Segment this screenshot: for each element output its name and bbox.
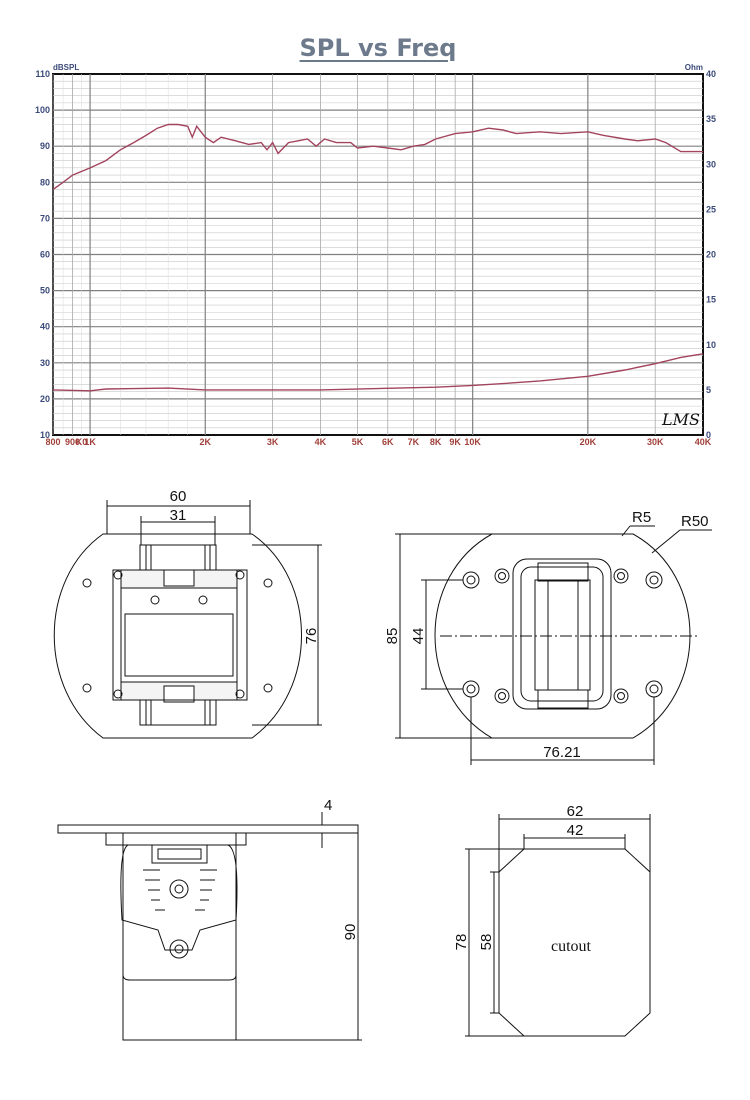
- right-axis-unit: Ohm: [685, 63, 703, 72]
- impedance-curve: [52, 353, 704, 392]
- rear-radius-r5: R5: [632, 509, 651, 526]
- left-tick-label: 20: [40, 394, 50, 404]
- side-flange-thickness-4: 4: [324, 797, 332, 814]
- x-tick-label: 5K: [352, 437, 364, 447]
- x-tick-label: 900: [65, 437, 80, 447]
- rear-radius-r50: R50: [681, 513, 709, 530]
- left-tick-label: 80: [40, 177, 50, 187]
- left-tick-label: 50: [40, 286, 50, 296]
- cutout-drawing: [465, 814, 651, 1037]
- rear-hole-spacing-76-21: 76.21: [543, 744, 581, 761]
- right-tick-label: 35: [706, 114, 716, 124]
- x-tick-label: 7K: [408, 437, 420, 447]
- left-tick-label: 90: [40, 141, 50, 151]
- left-tick-label: 70: [40, 213, 50, 223]
- x-tick-label: 10K: [464, 437, 481, 447]
- x-tick-label: 6K: [382, 437, 394, 447]
- x-tick-label: 9K: [449, 437, 461, 447]
- cutout-label: cutout: [551, 938, 592, 955]
- x-tick-label: 8K: [430, 437, 442, 447]
- cutout-width-62: 62: [567, 803, 584, 820]
- side-view-drawing: [57, 812, 362, 1041]
- lms-logo: LMS: [661, 410, 700, 429]
- rear-hole-spacing-44: 44: [410, 628, 427, 645]
- series-layer: [52, 123, 704, 392]
- front-width-31: 31: [170, 507, 187, 524]
- spl-curve: [52, 123, 703, 191]
- side-depth-90: 90: [342, 924, 359, 941]
- x-tick-label: 20K: [580, 437, 597, 447]
- grid: [52, 74, 703, 435]
- x-tick-label: 800: [45, 437, 60, 447]
- right-tick-label: 5: [706, 385, 711, 395]
- cutout-height-78: 78: [453, 934, 470, 951]
- right-tick-label: 10: [706, 340, 716, 350]
- left-tick-label: 30: [40, 358, 50, 368]
- front-height-76: 76: [303, 628, 320, 645]
- x-tick-label: 3K: [267, 437, 279, 447]
- right-tick-label: 20: [706, 250, 716, 260]
- left-tick-label: 110: [35, 69, 50, 79]
- x-tick-label: 2K: [199, 437, 211, 447]
- right-tick-label: 40: [706, 69, 716, 79]
- left-axis-unit: dBSPL: [53, 63, 79, 72]
- x-tick-label: 30K: [647, 437, 664, 447]
- left-tick-label: 10: [40, 430, 50, 440]
- x-tick-label: 1K: [84, 437, 96, 447]
- x-tick-label: 40K: [695, 437, 712, 447]
- left-tick-label: 100: [35, 105, 50, 115]
- rear-height-85: 85: [384, 628, 401, 645]
- x-tick-label: K0: [76, 437, 88, 447]
- right-tick-label: 30: [706, 159, 716, 169]
- right-tick-label: 15: [706, 295, 716, 305]
- cutout-width-42: 42: [567, 822, 584, 839]
- left-tick-label: 60: [40, 250, 50, 260]
- x-tick-label: 4K: [315, 437, 327, 447]
- right-tick-label: 25: [706, 204, 716, 214]
- front-view-drawing: [53, 500, 322, 739]
- front-width-60: 60: [170, 488, 187, 505]
- tick-labels: 1101009080706050403020104035302520151050…: [35, 69, 716, 447]
- right-tick-label: 0: [706, 430, 711, 440]
- chart-plot: 1101009080706050403020104035302520151050…: [35, 63, 716, 447]
- chart-title: SPL vs Freq: [299, 34, 457, 62]
- rear-view-drawing: [395, 525, 712, 765]
- left-tick-label: 40: [40, 322, 50, 332]
- cutout-height-58: 58: [478, 934, 495, 951]
